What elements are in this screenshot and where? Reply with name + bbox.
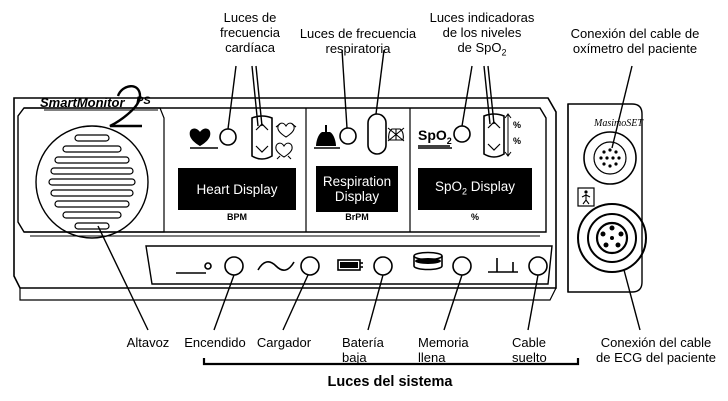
charger-wave-symbol xyxy=(257,261,295,271)
heart-outline-icon-bottom xyxy=(275,142,293,158)
spo2-panel-tag: SpO2 xyxy=(418,127,452,146)
respiration-light xyxy=(339,127,357,145)
lungs-icon xyxy=(316,132,336,146)
charger-light xyxy=(300,256,320,276)
power-light xyxy=(224,256,244,276)
heart-rate-light xyxy=(219,128,237,146)
system-lights-bracket xyxy=(202,358,580,366)
brand-name: SmartMonitor xyxy=(40,95,125,110)
spo2-percent-up: % xyxy=(513,120,522,130)
connector-module xyxy=(567,103,643,293)
system-lights-title: Luces del sistema xyxy=(327,374,453,390)
system-light-strip xyxy=(145,245,553,285)
memory-full-light xyxy=(452,256,472,276)
callout-charger: Cargador xyxy=(256,335,312,350)
spo2-display: SpO2 Display xyxy=(418,168,532,210)
leader-lines xyxy=(97,49,641,331)
callout-power: Encendido xyxy=(184,335,246,350)
battery-symbol xyxy=(337,259,361,271)
speaker-grille xyxy=(35,125,149,239)
heart-icon xyxy=(189,128,211,146)
heart-display: Heart Display xyxy=(178,168,296,210)
respiration-level-indicator xyxy=(367,113,387,155)
patient-icon-head xyxy=(584,190,588,194)
speaker-slots xyxy=(48,134,136,230)
loose-cable-light xyxy=(528,256,548,276)
respiration-display: Respiration Display xyxy=(316,166,398,212)
respiration-display-line2: Display xyxy=(334,189,380,204)
heart-outline-icon-top xyxy=(277,122,295,138)
heart-display-text: Heart Display xyxy=(196,181,278,197)
spo2-percent-down: % xyxy=(513,136,522,146)
model-2-logo xyxy=(109,85,142,128)
ecg-connector xyxy=(577,203,647,273)
low-battery-light xyxy=(373,256,393,276)
spo2-display-unit: % xyxy=(470,212,479,222)
masimo-logo: MasimoSET xyxy=(594,118,643,129)
callout-speaker: Altavoz xyxy=(126,335,170,350)
model-suffix: PS xyxy=(136,95,151,107)
spo2-display-text: SpO2 Display xyxy=(434,178,516,197)
front-panel xyxy=(17,107,547,233)
oximeter-connector xyxy=(583,131,637,185)
spo2-level-indicator xyxy=(483,113,505,158)
heart-rate-level-indicator xyxy=(251,115,273,160)
battery-fill xyxy=(340,262,350,268)
ecg-connector-pins xyxy=(600,225,624,248)
oximeter-connector-pins xyxy=(599,148,621,168)
heart-display-unit: BPM xyxy=(227,212,247,222)
respiration-display-unit: BrPM xyxy=(345,212,369,222)
spo2-light xyxy=(453,125,471,143)
respiration-display-line1: Respiration xyxy=(322,174,392,189)
